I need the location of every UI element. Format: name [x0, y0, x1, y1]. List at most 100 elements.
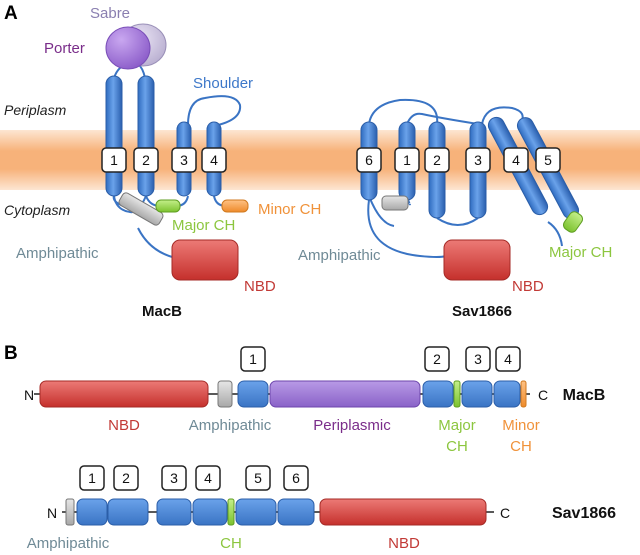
macb-tm4-box	[201, 147, 227, 173]
sav-tm3-bar	[156, 498, 192, 526]
macb-tm2-box	[133, 147, 159, 173]
sav-tm4-bar	[192, 498, 228, 526]
macb-minor-ch-label: Minor CH	[258, 201, 321, 218]
sav-n-terminus: N	[47, 505, 57, 521]
sav-loop-1-3	[406, 112, 479, 125]
sav-tm2-box	[424, 147, 450, 173]
sav-loop-6-2	[368, 98, 439, 125]
macb-major-ch-helix	[155, 199, 181, 213]
panel-a-letter: A	[4, 3, 18, 24]
sav-amphipathic-bar	[65, 498, 75, 526]
sav-tm4-box	[503, 147, 529, 173]
sav-b-box1-number: 1	[88, 470, 96, 486]
sav-tm2-bar	[107, 498, 149, 526]
macb-linear-title: MacB	[563, 387, 606, 404]
sav-nbd-label: NBD	[512, 278, 544, 295]
macb-amphipathic-label: Amphipathic	[16, 245, 99, 262]
sav-nbd-domain	[443, 239, 511, 281]
sav-tm6-box	[356, 147, 382, 173]
macb-b-box2	[424, 346, 450, 372]
sav-amphipathic-helix	[381, 195, 409, 211]
macb-tm3-box	[171, 147, 197, 173]
macb-tm1-bar	[237, 380, 269, 408]
macb-sabre-label: Sabre	[90, 5, 130, 22]
macb-minor-ch-bar	[520, 380, 527, 408]
sav-ch-bar	[227, 498, 235, 526]
macb-b-box1	[240, 346, 266, 372]
macb-major-ch-bar	[453, 380, 461, 408]
macb-porter-label: Porter	[44, 40, 85, 57]
sav-tm3-number: 3	[474, 152, 482, 168]
sav-amphipathic-linear-label: Amphipathic	[27, 535, 110, 552]
sav-amphipathic-label: Amphipathic	[298, 247, 381, 264]
sav-tm5-box	[535, 147, 561, 173]
sav-tm1-bar	[76, 498, 108, 526]
sav-b-box4	[195, 465, 221, 491]
cytoplasm-label: Cytoplasm	[4, 202, 70, 218]
macb-nbd-bar	[39, 380, 209, 408]
sav-b-box2	[113, 465, 139, 491]
macb-tm3-bar	[461, 380, 493, 408]
macb-tm4-bar	[493, 380, 521, 408]
macb-tm1-box	[101, 147, 127, 173]
macb-linear-domains: 1 2 3 4	[34, 346, 530, 408]
macb-b-box3-number: 3	[474, 351, 482, 367]
sav-nbd-bar	[319, 498, 487, 526]
sav-major-ch-label: Major CH	[549, 244, 612, 261]
macb-minor-ch-linear-label: CH	[510, 438, 532, 455]
sav-panel-title: Sav1866	[452, 303, 512, 320]
macb-shoulder-label: Shoulder	[193, 75, 253, 92]
sav-b-box5-number: 5	[254, 470, 262, 486]
macb-nbd-label: NBD	[244, 278, 276, 295]
macb-n-terminus: N	[24, 387, 34, 403]
sav-b-box1	[79, 465, 105, 491]
macb-periplasmic-bar	[269, 380, 421, 408]
sav-b-box3-number: 3	[170, 470, 178, 486]
sav-linear-title: Sav1866	[552, 505, 616, 522]
macb-nbd-linear-label: NBD	[108, 417, 140, 434]
macb-panel-title: MacB	[142, 303, 182, 320]
macb-amphipathic-linear-label: Amphipathic	[189, 417, 272, 434]
macb-tm2-number: 2	[142, 152, 150, 168]
sav-tm5-number: 5	[544, 152, 552, 168]
macb-major-ch-linear-label: CH	[446, 438, 468, 455]
macb-b-box4-number: 4	[504, 351, 512, 367]
sav-tm6-number: 6	[365, 152, 373, 168]
sav1866-topology: 6 1 2 3 4 5	[356, 98, 584, 281]
sav-loop-6-amph	[368, 195, 395, 227]
sav-tm5-bar	[235, 498, 277, 526]
macb-tm1-number: 1	[110, 152, 118, 168]
sav-b-box6	[283, 465, 309, 491]
macb-b-box4	[495, 346, 521, 372]
macb-amphipathic-bar	[217, 380, 233, 408]
macb-minor-ch-helix	[221, 199, 249, 213]
macb-tm1-helix	[105, 75, 123, 197]
sav-tm4-number: 4	[512, 152, 520, 168]
sav-major-ch-helix	[562, 211, 584, 233]
sav-b-box2-number: 2	[122, 470, 130, 486]
sav-tm1-number: 1	[403, 152, 411, 168]
sav-tm6-bar	[277, 498, 315, 526]
periplasm-label: Periplasm	[4, 102, 67, 118]
macb-b-box1-number: 1	[249, 351, 257, 367]
macb-tm2-bar	[422, 380, 454, 408]
macb-shoulder-loop	[187, 95, 242, 127]
macb-nbd-domain	[171, 239, 239, 281]
macb-tm2-helix	[137, 75, 155, 197]
macb-major-ch-label: Major CH	[172, 217, 235, 234]
macb-topology: 1 2 3 4	[101, 23, 249, 281]
macb-b-box3	[465, 346, 491, 372]
sav-nbd-linear-label: NBD	[388, 535, 420, 552]
sav-ch-linear-label: CH	[220, 535, 242, 552]
macb-major-linear-label: Major	[438, 417, 476, 434]
macb-amphipathic-helix	[118, 192, 164, 226]
macb-b-box2-number: 2	[433, 351, 441, 367]
sav-tm2-number: 2	[433, 152, 441, 168]
sav-b-box3	[161, 465, 187, 491]
sav-b-box4-number: 4	[204, 470, 212, 486]
sav1866-linear-domains: 1 2 3 4 5 6	[62, 465, 494, 526]
sav-c-terminus: C	[500, 505, 510, 521]
sav-loop-5-majorch	[547, 221, 563, 247]
macb-c-terminus: C	[538, 387, 548, 403]
